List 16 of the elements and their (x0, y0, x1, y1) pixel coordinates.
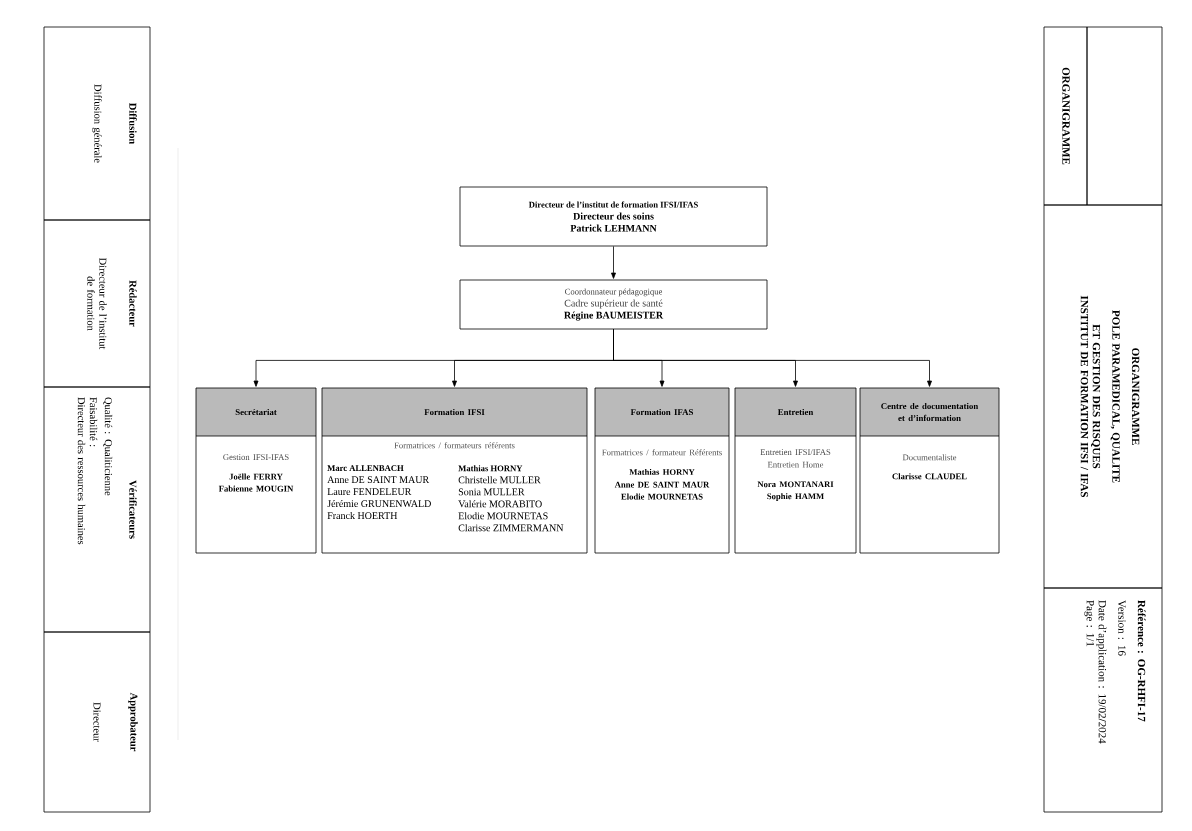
department-box: Entretien Entretien IFSI/IFAS Entretien Home Nora MONTANARI Sophie HAMM (734, 387, 857, 554)
header-cell: Diffusion Diffusion générale (43, 26, 151, 221)
org-box: Directeur de l’institut de formation IFSI/IFAS Directeur des soins Patrick LEHMANN (459, 186, 768, 247)
reference-cell: Référence : OG-RHFI-17 Version : 16 Date d’application : 19/02/2024 Page : 1/1 (1043, 587, 1163, 813)
title-cell: ORGANIGRAMME POLE PARAMEDICAL, QUALITE ET GESTION DES RISQUES INSTITUT DE FORMATION IFSI / IFAS (1043, 204, 1163, 589)
department-box: Centre de documentation et d’information Documentaliste Clarisse CLAUDEL (859, 387, 1000, 554)
org-box: Coordonnateur pédagogique Cadre supérieur de santé Régine BAUMEISTER (459, 279, 768, 330)
department-box: Formation IFAS Formatrices / formateur Référents Mathias HORNY Anne DE SAINT MAUR Elodie MOURNETAS (594, 387, 730, 554)
header-cell: Rédacteur Directeur de l’institut de formation (43, 219, 151, 388)
header-cell: Approbateur Directeur (43, 631, 151, 813)
header-cell: Vérificateurs Qualité : Qualiticienne Faisabilité : Directeur des ressources humaines (43, 386, 151, 633)
arrow (611, 246, 616, 279)
department-box: Secrétariat Gestion IFSI-IFAS Joëlle FERRY Fabienne MOUGIN (195, 387, 317, 554)
title-cell: ORGANIGRAMME (1043, 26, 1088, 206)
arrow (613, 329, 932, 387)
department-box: Formation IFSI Formatrices / formateurs référents Marc ALLENBACH Anne DE SAINT MAUR Laure FENDELEUR Jérémie GRUNENWALD Franck HOERTH Mathias HORNY Christelle MULLER Sonia MULLER Valérie MORABITO Elodie MOURNETAS Clarisse ZIMMERMANN (321, 387, 588, 554)
